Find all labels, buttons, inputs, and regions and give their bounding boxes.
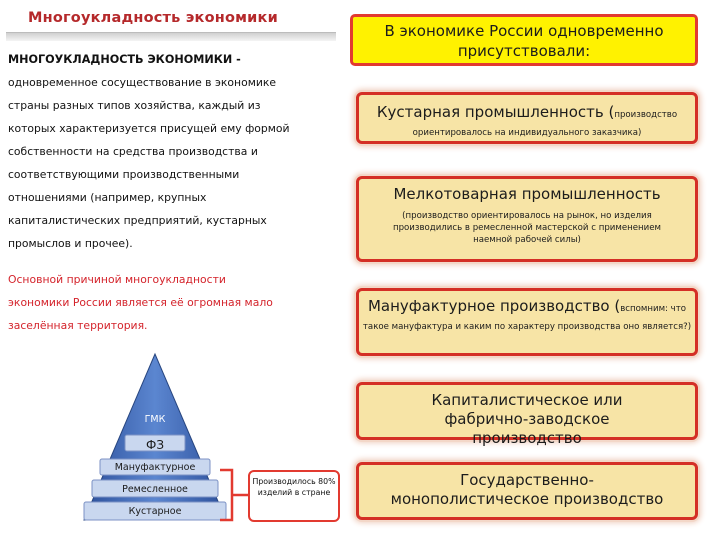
economy-type-box-5: Государственно-монополистическое произво… bbox=[356, 462, 698, 520]
pyramid-level-cottage: Кустарное bbox=[128, 506, 182, 517]
economy-type-heading: Мануфактурное производство ( bbox=[367, 297, 621, 315]
economy-type-note: вспомним: что такое мануфактура и каким … bbox=[362, 304, 692, 332]
economy-type-heading: Государственно-монополистическое произво… bbox=[390, 471, 664, 508]
economy-type-box-1: Кустарная промышленность (производство о… bbox=[356, 92, 698, 144]
pyramid-level-manufacture: Мануфактурное bbox=[114, 462, 196, 473]
cause-text: Основной причиной многоукладности эконом… bbox=[8, 273, 273, 332]
economy-type-note: (производство ориентировалось на рынок, … bbox=[392, 211, 662, 245]
pyramid-tier-manufacture bbox=[99, 458, 211, 476]
definition-block: МНОГОУКЛАДНОСТЬ ЭКОНОМИКИ - одновременно… bbox=[8, 48, 290, 255]
economy-type-heading: Кустарная промышленность ( bbox=[376, 103, 615, 121]
pyramid-tier-craft bbox=[91, 479, 219, 498]
pyramid-note: Производилось 80% изделий в стране bbox=[248, 470, 340, 522]
economy-type-box-2: Мелкотоварная промышленность (производст… bbox=[356, 176, 698, 262]
definition-text: одновременное сосуществование в экономик… bbox=[8, 76, 290, 250]
pyramid-tier-fz bbox=[124, 434, 186, 452]
pyramid-level-craft: Ремесленное bbox=[122, 484, 188, 495]
economy-type-box-3: Мануфактурное производство (вспомним: чт… bbox=[356, 288, 698, 356]
definition-term: МНОГОУКЛАДНОСТЬ ЭКОНОМИКИ - bbox=[8, 53, 241, 66]
economy-type-heading: Мелкотоварная промышленность bbox=[393, 185, 661, 203]
title-underline bbox=[6, 32, 336, 41]
economy-type-heading: Капиталистическое или фабрично-заводское… bbox=[431, 391, 623, 447]
economy-type-note: производство ориентировалось на индивиду… bbox=[412, 110, 678, 138]
pyramid-tier-cottage bbox=[83, 501, 227, 521]
pyramid-diagram bbox=[83, 352, 227, 521]
bracket-connector bbox=[220, 468, 248, 522]
pyramid-level-fz: ФЗ bbox=[145, 438, 165, 452]
intro-box: В экономике России одновременно присутст… bbox=[350, 14, 698, 66]
economy-type-box-4: Капиталистическое или фабрично-заводское… bbox=[356, 382, 698, 447]
intro-text: В экономике России одновременно присутст… bbox=[384, 22, 664, 60]
pyramid-level-gmk: ГМК bbox=[144, 414, 166, 425]
page-title: Многоукладность экономики bbox=[28, 10, 278, 26]
